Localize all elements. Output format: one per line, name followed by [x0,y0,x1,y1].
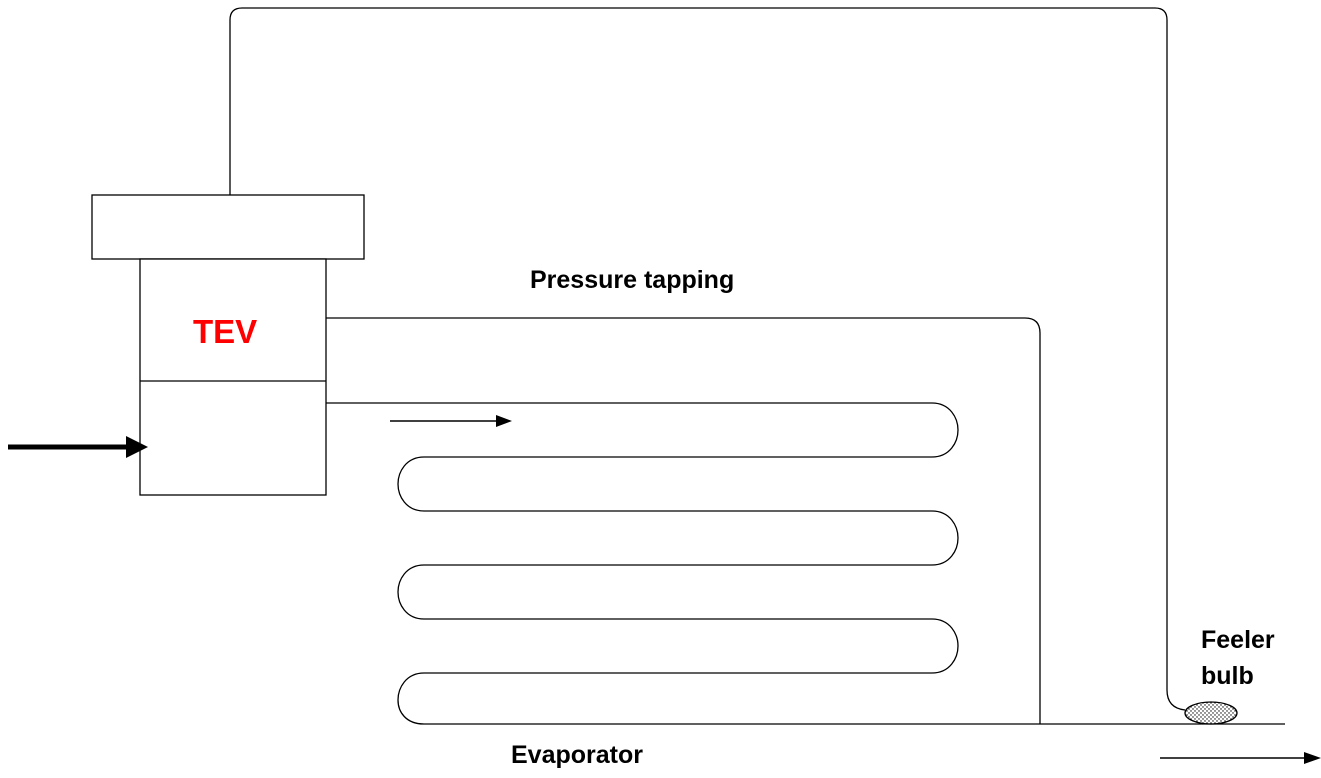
pressure-tapping-label: Pressure tapping [530,266,735,294]
outlet-arrow-head [1304,752,1321,764]
tev-label: TEV [193,313,258,350]
pressure-tapping-line [326,317,1041,724]
capillary-tube [229,7,1186,711]
feeler-bulb [1184,701,1238,725]
evaporator-label: Evaporator [511,741,643,769]
feeler-bulb-label: Feeler bulb [1201,622,1275,694]
evaporator-coil [326,402,1285,725]
valve-head [91,194,365,260]
valve-body [139,258,327,496]
inlet-arrow-head [126,436,148,458]
feeler-bulb-label-line2: bulb [1201,662,1254,690]
feeler-bulb-label-line1: Feeler [1201,626,1275,654]
flow-arrow-head [496,415,512,427]
